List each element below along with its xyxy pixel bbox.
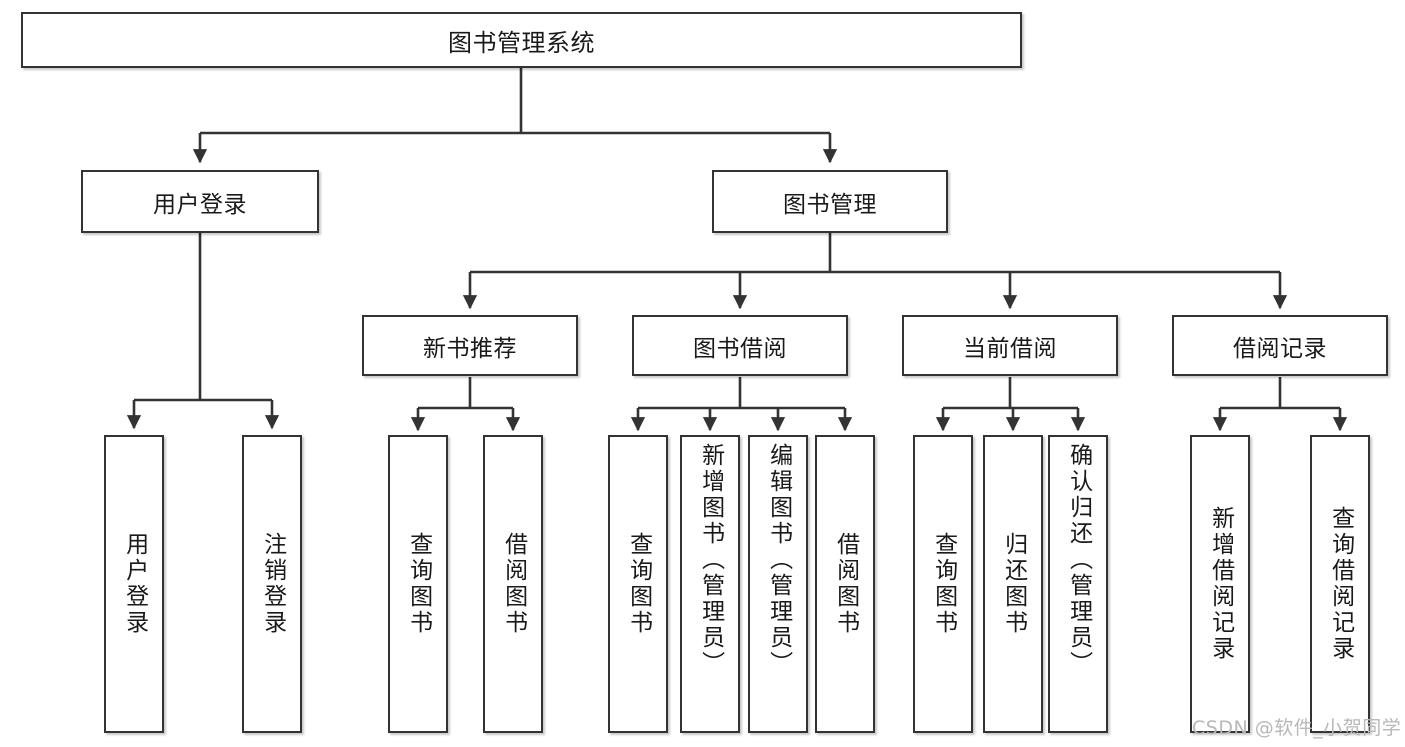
node-leaf-user-login[interactable]: 用户登录 bbox=[104, 435, 164, 733]
node-borrow-record[interactable]: 借阅记录 bbox=[1172, 315, 1388, 376]
node-label: 查询图书 bbox=[405, 532, 432, 636]
node-leaf-return-book[interactable]: 归还图书 bbox=[983, 435, 1043, 733]
node-label: 用户登录 bbox=[153, 191, 247, 218]
node-new-book-recommend[interactable]: 新书推荐 bbox=[362, 315, 578, 376]
node-leaf-edit-book-admin[interactable]: 编辑图书（管理员） bbox=[748, 435, 808, 733]
node-leaf-borrow-book-recommend[interactable]: 借阅图书 bbox=[483, 435, 543, 733]
node-label: 新增图书（管理员） bbox=[697, 443, 724, 677]
node-leaf-query-book-borrow[interactable]: 查询图书 bbox=[608, 435, 668, 733]
node-label: 编辑图书（管理员） bbox=[765, 443, 792, 677]
node-book-management[interactable]: 图书管理 bbox=[712, 170, 948, 233]
node-leaf-borrow-book[interactable]: 借阅图书 bbox=[815, 435, 875, 733]
node-leaf-confirm-return-admin[interactable]: 确认归还（管理员） bbox=[1048, 435, 1108, 733]
node-label: 用户登录 bbox=[121, 532, 148, 636]
node-label: 借阅记录 bbox=[1233, 335, 1327, 362]
node-leaf-query-book-recommend[interactable]: 查询图书 bbox=[388, 435, 448, 733]
node-label: 图书管理系统 bbox=[448, 28, 595, 57]
node-leaf-add-book-admin[interactable]: 新增图书（管理员） bbox=[680, 435, 740, 733]
node-root-system[interactable]: 图书管理系统 bbox=[21, 12, 1022, 68]
node-user-login[interactable]: 用户登录 bbox=[81, 170, 319, 233]
node-leaf-query-book-current[interactable]: 查询图书 bbox=[913, 435, 973, 733]
node-book-borrow[interactable]: 图书借阅 bbox=[632, 315, 848, 376]
node-label: 图书管理 bbox=[783, 191, 877, 218]
node-leaf-logout[interactable]: 注销登录 bbox=[242, 435, 302, 733]
node-leaf-query-borrow-record[interactable]: 查询借阅记录 bbox=[1310, 435, 1370, 733]
node-label: 注销登录 bbox=[259, 532, 286, 636]
node-leaf-add-borrow-record[interactable]: 新增借阅记录 bbox=[1190, 435, 1250, 733]
node-label: 当前借阅 bbox=[963, 335, 1057, 362]
node-label: 图书借阅 bbox=[693, 335, 787, 362]
node-label: 确认归还（管理员） bbox=[1065, 443, 1092, 677]
node-label: 查询图书 bbox=[930, 532, 957, 636]
node-label: 借阅图书 bbox=[832, 532, 859, 636]
node-label: 借阅图书 bbox=[500, 532, 527, 636]
node-label: 查询图书 bbox=[625, 532, 652, 636]
node-label: 新书推荐 bbox=[423, 335, 517, 362]
node-current-borrow[interactable]: 当前借阅 bbox=[902, 315, 1118, 376]
node-label: 新增借阅记录 bbox=[1207, 506, 1234, 662]
node-label: 归还图书 bbox=[1000, 532, 1027, 636]
node-label: 查询借阅记录 bbox=[1327, 506, 1354, 662]
watermark-text: CSDN @软件_小贺同学 bbox=[1192, 717, 1402, 739]
